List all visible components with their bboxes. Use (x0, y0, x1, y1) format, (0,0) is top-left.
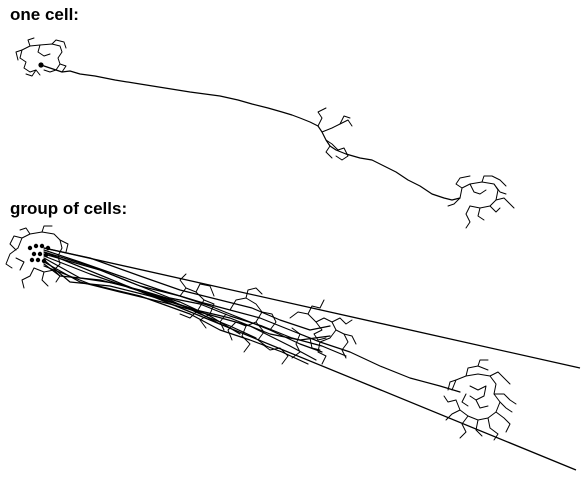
group-somas (28, 244, 50, 263)
cone-upper-boundary (44, 248, 580, 368)
single-neuron (16, 38, 514, 228)
single-neuron-terminal-arbor (448, 176, 514, 228)
single-neuron-axon (41, 65, 460, 200)
neuron-group (6, 226, 580, 470)
group-terminal-arbor (444, 360, 516, 440)
group-axon-bundle (44, 248, 460, 392)
